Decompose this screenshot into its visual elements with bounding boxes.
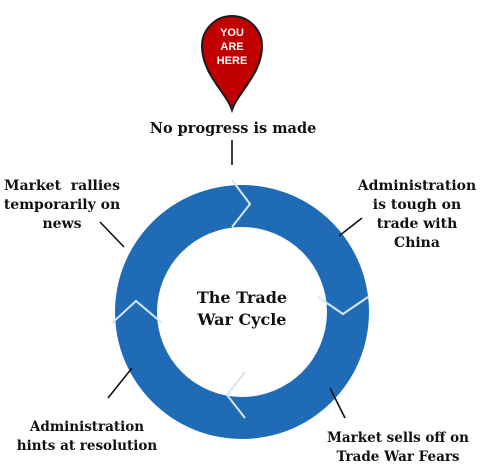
center-title-line2: War Cycle (197, 310, 287, 329)
seam-bottom-arrow (225, 371, 246, 419)
stage-left-line2: temporarily on (3, 197, 121, 213)
stage-label-top: No progress is made (133, 119, 333, 138)
stage-bottom-right-line2: Trade War Fears (336, 449, 460, 465)
connector-lines (99, 140, 363, 419)
center-title: The Trade War Cycle (197, 288, 288, 329)
ring-inner (157, 227, 327, 397)
cycle-arrow-seams (111, 179, 369, 419)
marker-text-line2: ARE (220, 41, 243, 53)
you-are-here-marker: YOU ARE HERE (200, 15, 264, 114)
stage-label-right: Administration is tough on trade with Ch… (352, 177, 480, 253)
stage-label-bottom-right: Market sells off on Trade War Fears (316, 429, 480, 467)
stage-top-text: No progress is made (149, 120, 317, 137)
stage-label-left: Market rallies temporarily on news (0, 177, 124, 234)
stage-right-line3: trade with (376, 216, 458, 232)
connector-right (338, 217, 363, 237)
cycle-ring (115, 185, 369, 439)
seam-left-arrow (111, 299, 163, 324)
stage-left-line1: Market rallies (4, 178, 120, 194)
connector-bottom-right (329, 387, 346, 419)
stage-bottom-left-line1: Administration (29, 419, 145, 435)
stage-right-line1: Administration (357, 178, 477, 194)
connector-bottom-left (107, 367, 133, 399)
connector-left (99, 221, 125, 248)
center-title-line1: The Trade (197, 288, 287, 307)
seam-right-arrow (317, 296, 369, 316)
stage-bottom-left-line2: hints at resolution (16, 438, 158, 454)
marker-text-line3: HERE (217, 55, 248, 67)
marker-text-line1: YOU (220, 27, 244, 39)
stage-left-line3: news (42, 216, 82, 232)
stage-label-bottom-left: Administration hints at resolution (12, 418, 162, 456)
stage-right-line2: is tough on (372, 197, 462, 213)
seam-top-arrow (231, 179, 252, 228)
stage-right-line4: China (394, 235, 440, 251)
stage-bottom-right-line1: Market sells off on (326, 430, 470, 446)
map-pin-icon (200, 15, 264, 114)
